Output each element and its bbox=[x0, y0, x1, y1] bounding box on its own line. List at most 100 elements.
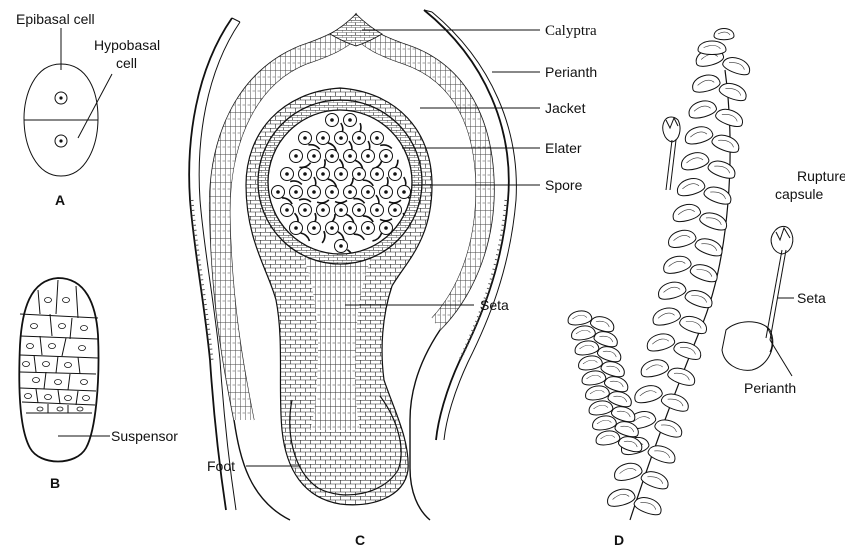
spore bbox=[308, 222, 321, 235]
spore bbox=[353, 168, 366, 181]
spore bbox=[362, 222, 375, 235]
leaf bbox=[718, 80, 749, 103]
label-perianth-d: Perianth bbox=[744, 380, 796, 396]
leaf bbox=[679, 150, 710, 172]
embryo-cell-walls bbox=[20, 280, 98, 413]
spore bbox=[380, 186, 393, 199]
panel-letter-d: D bbox=[614, 532, 624, 548]
spore bbox=[290, 186, 303, 199]
leaf bbox=[570, 324, 596, 341]
shoot-perianth bbox=[722, 322, 773, 371]
leaf bbox=[653, 416, 684, 439]
spore bbox=[308, 186, 321, 199]
spore bbox=[281, 204, 294, 217]
leaf bbox=[605, 486, 636, 508]
label-foot: Foot bbox=[207, 458, 235, 474]
leaf bbox=[666, 227, 697, 249]
leaf bbox=[675, 176, 706, 198]
spore bbox=[317, 132, 330, 145]
label-seta: Seta bbox=[480, 297, 509, 313]
panel-letter-b: B bbox=[50, 475, 60, 491]
spore bbox=[308, 150, 321, 163]
label-hypobasal: Hypobasal bbox=[94, 37, 160, 53]
spore bbox=[317, 204, 330, 217]
panel-d: Ruptured capsule Seta Perianth D bbox=[567, 29, 845, 549]
leaf bbox=[714, 106, 745, 129]
leaf bbox=[710, 132, 741, 155]
leaf bbox=[684, 287, 715, 310]
label-jacket: Jacket bbox=[545, 100, 586, 116]
leaf bbox=[612, 460, 643, 482]
spore bbox=[299, 204, 312, 217]
spore bbox=[344, 150, 357, 163]
hypobasal-leader-line bbox=[78, 74, 112, 138]
leaf bbox=[584, 384, 610, 401]
spore bbox=[335, 168, 348, 181]
spore bbox=[326, 222, 339, 235]
label-capsule: capsule bbox=[775, 186, 823, 202]
spore bbox=[326, 186, 339, 199]
right-ruptured-capsule bbox=[771, 226, 793, 254]
spore bbox=[335, 204, 348, 217]
leaf bbox=[581, 369, 607, 386]
epibasal-nucleolus bbox=[59, 96, 62, 99]
panel-b: Suspensor B bbox=[19, 278, 178, 491]
leaf-group bbox=[567, 29, 753, 518]
spore bbox=[344, 222, 357, 235]
leaf bbox=[588, 399, 614, 416]
leaf bbox=[689, 261, 720, 284]
spore bbox=[344, 114, 357, 127]
leaf bbox=[651, 305, 682, 327]
leaf bbox=[567, 309, 593, 326]
leaf bbox=[639, 357, 670, 379]
spore bbox=[353, 204, 366, 217]
leaf bbox=[577, 354, 603, 371]
spore bbox=[380, 150, 393, 163]
panel-letter-a: A bbox=[55, 192, 65, 208]
leaf bbox=[661, 253, 692, 275]
leaf bbox=[666, 365, 697, 388]
leaf bbox=[706, 158, 737, 181]
spore bbox=[362, 186, 375, 199]
leaf bbox=[660, 391, 691, 414]
spore bbox=[290, 150, 303, 163]
label-elater: Elater bbox=[545, 140, 582, 156]
leaf bbox=[595, 429, 621, 446]
label-hypobasal-cell: cell bbox=[116, 55, 137, 71]
label-suspensor: Suspensor bbox=[111, 428, 178, 444]
spore bbox=[281, 168, 294, 181]
leaf bbox=[698, 41, 726, 55]
spore bbox=[326, 150, 339, 163]
spore bbox=[290, 222, 303, 235]
hypobasal-nucleolus bbox=[59, 139, 62, 142]
leaf bbox=[672, 339, 703, 362]
label-spore: Spore bbox=[545, 177, 583, 193]
leaf bbox=[640, 468, 671, 491]
spore bbox=[344, 186, 357, 199]
panel-a: Epibasal cell Hypobasal cell A bbox=[16, 11, 160, 208]
perianth-leader-line-d bbox=[770, 340, 792, 376]
label-seta-d: Seta bbox=[797, 290, 826, 306]
spore bbox=[299, 168, 312, 181]
spore bbox=[335, 132, 348, 145]
leaf bbox=[690, 72, 721, 94]
spore bbox=[371, 168, 384, 181]
spore bbox=[299, 132, 312, 145]
right-seta-stalk bbox=[770, 250, 786, 340]
leaf bbox=[683, 124, 714, 146]
spore bbox=[362, 150, 375, 163]
spore bbox=[272, 186, 285, 199]
spore bbox=[389, 204, 402, 217]
spore bbox=[335, 240, 348, 253]
label-perianth: Perianth bbox=[545, 64, 597, 80]
leaf bbox=[591, 414, 617, 431]
leaf bbox=[698, 209, 729, 232]
spore bbox=[380, 222, 393, 235]
panel-letter-c: C bbox=[355, 532, 365, 548]
spore bbox=[317, 168, 330, 181]
leaf bbox=[714, 29, 734, 40]
leaf bbox=[694, 235, 725, 258]
spore bbox=[371, 132, 384, 145]
